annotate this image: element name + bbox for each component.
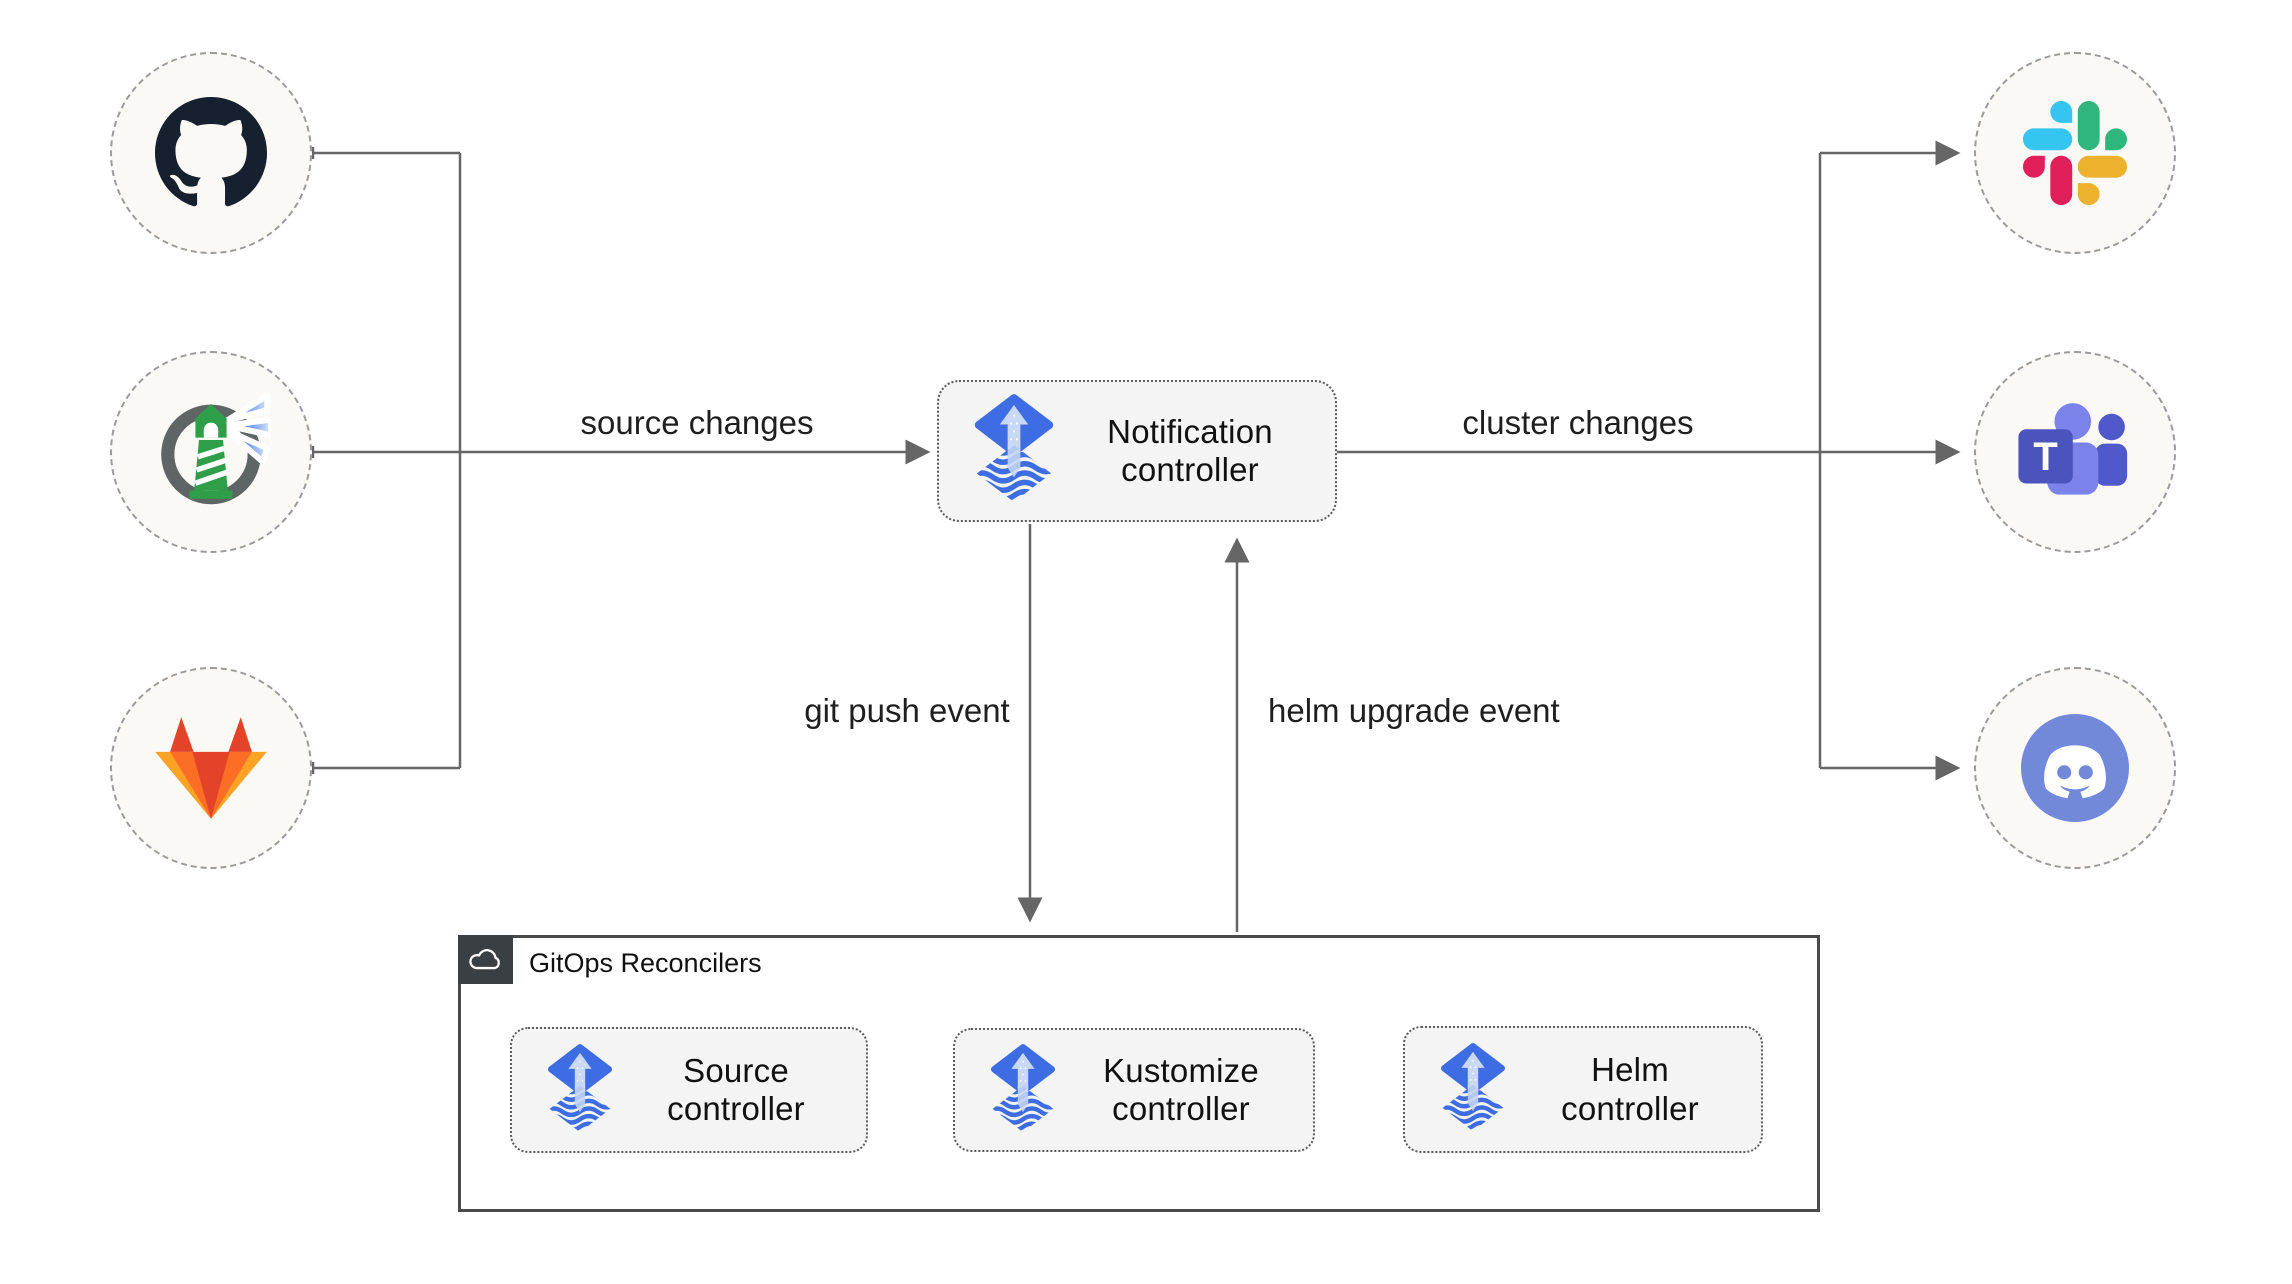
edge-label-git-push-event: git push event bbox=[804, 692, 1010, 729]
flux-icon bbox=[965, 394, 1063, 508]
slack-icon bbox=[2023, 101, 2127, 205]
kustomize-controller-node: Kustomize controller bbox=[953, 1028, 1315, 1152]
flux-icon bbox=[1433, 1043, 1513, 1136]
helm-controller-node: Helm controller bbox=[1403, 1026, 1763, 1153]
flux-icon bbox=[540, 1044, 620, 1137]
kustomize-controller-label: Kustomize controller bbox=[1103, 1051, 1259, 1127]
notification-controller-node: Notification controller bbox=[937, 380, 1337, 522]
source-controller-node: Source controller bbox=[510, 1027, 868, 1153]
helm-controller-label: Helm controller bbox=[1561, 1051, 1699, 1127]
group-tab bbox=[458, 935, 513, 984]
github-node bbox=[110, 52, 312, 254]
gitlab-node bbox=[110, 667, 312, 869]
github-icon bbox=[155, 97, 267, 209]
discord-icon bbox=[2021, 714, 2129, 822]
cloud-icon bbox=[467, 946, 505, 973]
slack-node bbox=[1974, 52, 2176, 254]
harbor-node bbox=[110, 351, 312, 553]
edge-label-cluster-changes: cluster changes bbox=[1462, 404, 1694, 441]
microsoft-teams-icon bbox=[2014, 397, 2136, 508]
gitlab-icon bbox=[149, 712, 273, 824]
flux-icon bbox=[983, 1044, 1063, 1137]
teams-node bbox=[1974, 351, 2176, 553]
source-controller-label: Source controller bbox=[667, 1051, 805, 1127]
edge-label-source-changes: source changes bbox=[580, 404, 814, 441]
edge-label-helm-upgrade-event: helm upgrade event bbox=[1268, 692, 1560, 729]
discord-node bbox=[1974, 667, 2176, 869]
harbor-icon bbox=[151, 392, 271, 512]
group-title: GitOps Reconcilers bbox=[529, 948, 762, 978]
notification-controller-label: Notification controller bbox=[1107, 412, 1273, 488]
